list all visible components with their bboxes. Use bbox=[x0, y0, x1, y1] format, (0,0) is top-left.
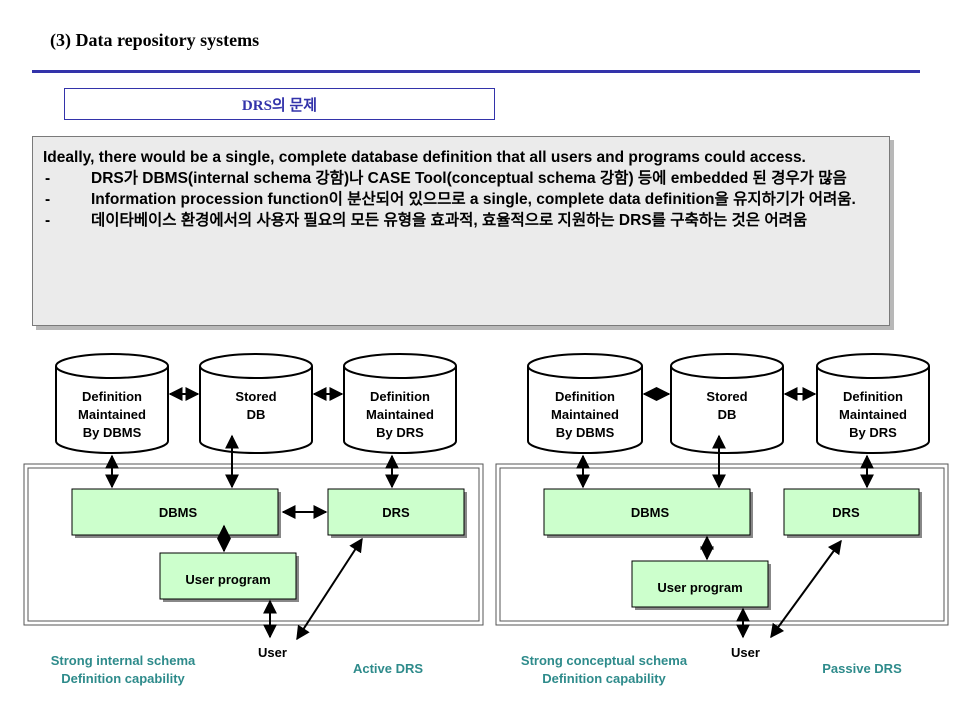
cylinder-label-line: Maintained bbox=[839, 407, 907, 422]
bullet-item: - 데이타베이스 환경에서의 사용자 필요의 모든 유형을 효과적, 효율적으로… bbox=[43, 210, 879, 231]
cylinder-definition-by-dbms: Definition Maintained By DBMS bbox=[527, 353, 643, 454]
drs-box: DRS bbox=[783, 488, 922, 538]
bullet-text: 데이타베이스 환경에서의 사용자 필요의 모든 유형을 효과적, 효율적으로 지… bbox=[91, 212, 808, 229]
cylinder-label-line: Stored bbox=[235, 389, 276, 404]
user-label: User bbox=[731, 645, 760, 660]
bullet-dash: - bbox=[45, 191, 51, 208]
cylinder-label-line: Maintained bbox=[366, 407, 434, 422]
connector-arrows bbox=[105, 387, 399, 641]
cylinder-label-line: Definition bbox=[555, 389, 615, 404]
caption-line: Definition capability bbox=[542, 671, 666, 686]
bullet-dash: - bbox=[45, 170, 51, 187]
dbms-label: DBMS bbox=[631, 505, 670, 520]
drs-label: DRS bbox=[832, 505, 860, 520]
dbms-label: DBMS bbox=[159, 505, 198, 520]
bullet-item: - DRS가 DBMS(internal schema 강함)나 CASE To… bbox=[43, 168, 879, 189]
cylinder-label-line: DB bbox=[247, 407, 266, 422]
bullet-item: - Information procession function이 분산되어 … bbox=[43, 189, 879, 210]
cylinder-label-line: By DRS bbox=[376, 425, 424, 440]
user-label: User bbox=[258, 645, 287, 660]
user-program-label: User program bbox=[657, 580, 742, 595]
cylinder-label-line: Definition bbox=[843, 389, 903, 404]
intro-text: Ideally, there would be a single, comple… bbox=[43, 149, 806, 166]
caption-line: Definition capability bbox=[61, 671, 185, 686]
cylinder-label-line: Maintained bbox=[551, 407, 619, 422]
diagram-frame bbox=[23, 463, 484, 626]
cylinder-label-line: By DRS bbox=[849, 425, 897, 440]
cylinder-label-line: Stored bbox=[706, 389, 747, 404]
description-box: Ideally, there would be a single, comple… bbox=[32, 136, 890, 326]
cylinder-label-line: Maintained bbox=[78, 407, 146, 422]
bullet-text: DRS가 DBMS(internal schema 강함)나 CASE Tool… bbox=[91, 170, 847, 187]
cylinder-definition-by-drs: Definition Maintained By DRS bbox=[343, 353, 457, 454]
cylinder-definition-by-drs: Definition Maintained By DRS bbox=[816, 353, 930, 454]
caption-line: Strong conceptual schema bbox=[520, 653, 688, 668]
user-program-label: User program bbox=[185, 572, 270, 587]
cylinder-label-line: Definition bbox=[370, 389, 430, 404]
drs-label: DRS bbox=[382, 505, 410, 520]
cylinder-label-line: By DBMS bbox=[83, 425, 142, 440]
connector-arrows bbox=[576, 387, 874, 639]
cylinder-label-line: Definition bbox=[82, 389, 142, 404]
dbms-box: DBMS bbox=[543, 488, 753, 538]
subheading-box: DRS의 문제 bbox=[64, 88, 495, 120]
diagram-passive-drs: Definition Maintained By DBMS Stored DB … bbox=[495, 353, 949, 639]
cylinder-label-line: DB bbox=[718, 407, 737, 422]
active-drs-caption: Active DRS bbox=[352, 661, 424, 676]
cylinder-label-line: By DBMS bbox=[556, 425, 615, 440]
drs-box: DRS bbox=[327, 488, 467, 538]
left-caption: Strong conceptual schema Definition capa… bbox=[488, 652, 720, 688]
cylinder-stored-db: Stored DB bbox=[199, 353, 313, 454]
bullet-text: Information procession function이 분산되어 있으… bbox=[91, 191, 856, 208]
passive-drs-caption: Passive DRS bbox=[822, 661, 902, 676]
user-program-box: User program bbox=[631, 560, 771, 610]
left-caption: Strong internal schema Definition capabi… bbox=[22, 652, 224, 688]
cylinder-definition-by-dbms: Definition Maintained By DBMS bbox=[55, 353, 169, 454]
dbms-box: DBMS bbox=[71, 488, 281, 538]
diagram-active-drs: Definition Maintained By DBMS Stored DB … bbox=[23, 353, 484, 641]
user-program-box: User program bbox=[159, 552, 299, 602]
page-title: (3) Data repository systems bbox=[50, 30, 260, 50]
diagram-frame-inner bbox=[27, 467, 480, 622]
title-divider bbox=[32, 70, 920, 73]
cylinder-stored-db: Stored DB bbox=[670, 353, 784, 454]
caption-line: Strong internal schema bbox=[50, 653, 196, 668]
bullet-dash: - bbox=[45, 212, 51, 229]
